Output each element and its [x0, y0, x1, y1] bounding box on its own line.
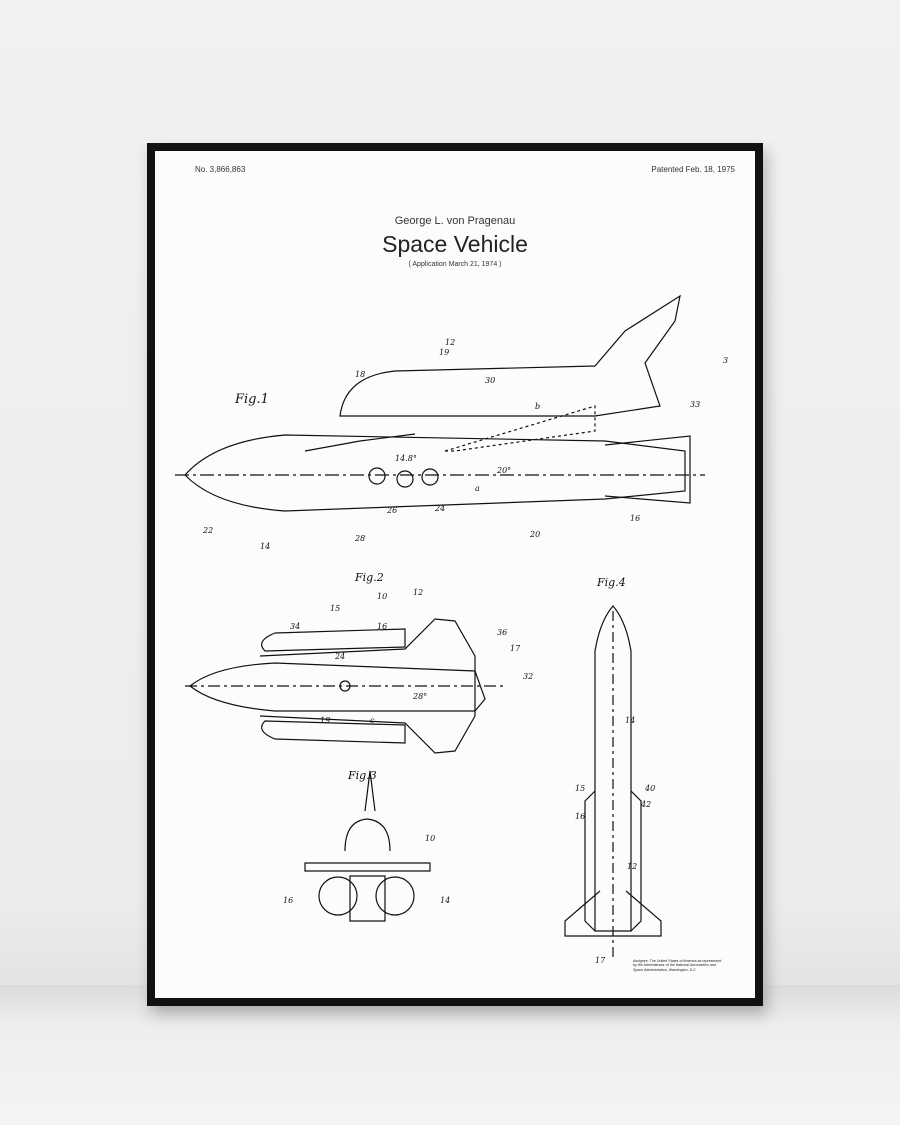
fig1-ref: 20 [529, 530, 540, 539]
fig1-ref: 33 [690, 400, 700, 409]
fig4-ref: 16 [575, 812, 585, 821]
fig1-ref: 12 [445, 338, 455, 347]
fig1-ref: 14 [260, 542, 270, 551]
inventor-name: George L. von Pragenau [394, 215, 516, 227]
fig1-ref: 30 [485, 376, 495, 385]
fig2-ref: 12 [413, 588, 423, 597]
fig2-ref: c [370, 716, 375, 725]
fig2-label: Fig.2 [354, 571, 384, 584]
fig1-ref: 3 [723, 356, 728, 365]
fig3-ref: 16 [283, 896, 293, 905]
fig4-ref: 14 [625, 716, 635, 725]
fig2-ref: 15 [330, 604, 340, 613]
fig3-drawing [304, 770, 431, 922]
patent-drawings: Fig.1 12 19 18 3 30 33 b 14.8° 20° a 26 … [175, 294, 728, 965]
fig1-ref: a [475, 484, 480, 493]
fig2-ref: 10 [377, 592, 387, 601]
fig2-ref: 28° [412, 692, 427, 701]
fig2-ref: 24 [334, 652, 345, 661]
assignee-text: Assignee: The United States of America a… [633, 959, 722, 972]
fig2-ref: 16 [377, 622, 387, 631]
fig4-ref: 40 [644, 784, 655, 793]
fig4-ref: 12 [627, 862, 637, 871]
fig1-ref: b [535, 402, 540, 411]
fig1-ref: 19 [439, 348, 449, 357]
fig1-ref: 26 [386, 506, 397, 515]
fig3-label: Fig.3 [347, 769, 377, 782]
fig1-ref: 28 [354, 534, 365, 543]
fig2-ref: 36 [497, 628, 507, 637]
fig4-ref: 15 [575, 784, 585, 793]
fig1-ref: 18 [355, 370, 365, 379]
poster-frame: No. 3,866,863 Patented Feb. 18, 1975 Geo… [147, 143, 763, 1006]
fig4-drawing [564, 605, 662, 961]
fig1-drawing [175, 294, 705, 512]
poster-title: Space Vehicle [382, 231, 528, 257]
fig1-label: Fig.1 [234, 392, 269, 407]
fig1-ref: 24 [434, 504, 445, 513]
application-date: ( Application March 21, 1974 ) [408, 261, 502, 268]
fig2-ref: 19 [320, 716, 330, 725]
fig3-ref: 10 [425, 834, 435, 843]
fig1-ref: 14.8° [395, 454, 417, 463]
fig2-drawing [185, 618, 505, 754]
fig4-label: Fig.4 [596, 576, 626, 589]
patent-number: No. 3,866,863 [195, 165, 246, 174]
fig1-ref: 20° [496, 466, 511, 475]
fig2-ref: 34 [290, 622, 300, 631]
fig3-ref: 14 [440, 896, 450, 905]
fig4-ref: 42 [640, 800, 651, 809]
fig2-ref: 32 [523, 672, 533, 681]
floor [0, 985, 900, 1125]
poster-paper: No. 3,866,863 Patented Feb. 18, 1975 Geo… [155, 151, 755, 998]
fig1-ref: 22 [202, 526, 213, 535]
patent-date: Patented Feb. 18, 1975 [651, 165, 735, 174]
fig4-ref: 17 [595, 956, 606, 965]
fig2-ref: 17 [510, 644, 521, 653]
fig1-ref: 16 [630, 514, 640, 523]
